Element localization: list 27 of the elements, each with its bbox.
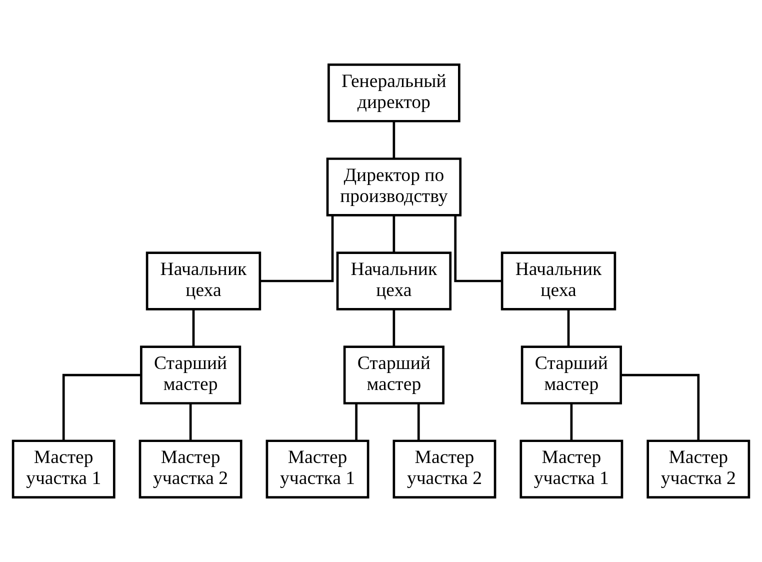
connector [567, 309, 570, 347]
node-box: Старший мастер [520, 346, 622, 404]
node-box: Директор по производству [326, 158, 462, 216]
connector [392, 309, 396, 347]
node-box: Мастер участка 1 [266, 440, 370, 498]
connector [189, 403, 192, 441]
node-box: Мастер участка 1 [520, 440, 624, 498]
connector [355, 403, 358, 441]
node-box: Начальник цеха [500, 252, 616, 310]
connector [392, 215, 396, 252]
node-box: Старший мастер [140, 346, 242, 404]
connector [192, 309, 195, 347]
connector [570, 403, 573, 441]
node-box: Мастер участка 2 [646, 440, 750, 498]
node-box: Мастер участка 1 [12, 440, 116, 498]
connector [62, 374, 142, 441]
connector [392, 121, 396, 158]
node-box: Мастер участка 2 [392, 440, 496, 498]
connector [417, 403, 420, 441]
node-box: Начальник цеха [336, 252, 452, 310]
connector [454, 215, 502, 282]
node-box: Старший мастер [343, 346, 444, 404]
node-box: Начальник цеха [146, 252, 262, 310]
node-box: Мастер участка 2 [138, 440, 242, 498]
node-box: Генеральный директор [328, 64, 460, 122]
connector [260, 215, 334, 282]
connector [620, 374, 700, 441]
